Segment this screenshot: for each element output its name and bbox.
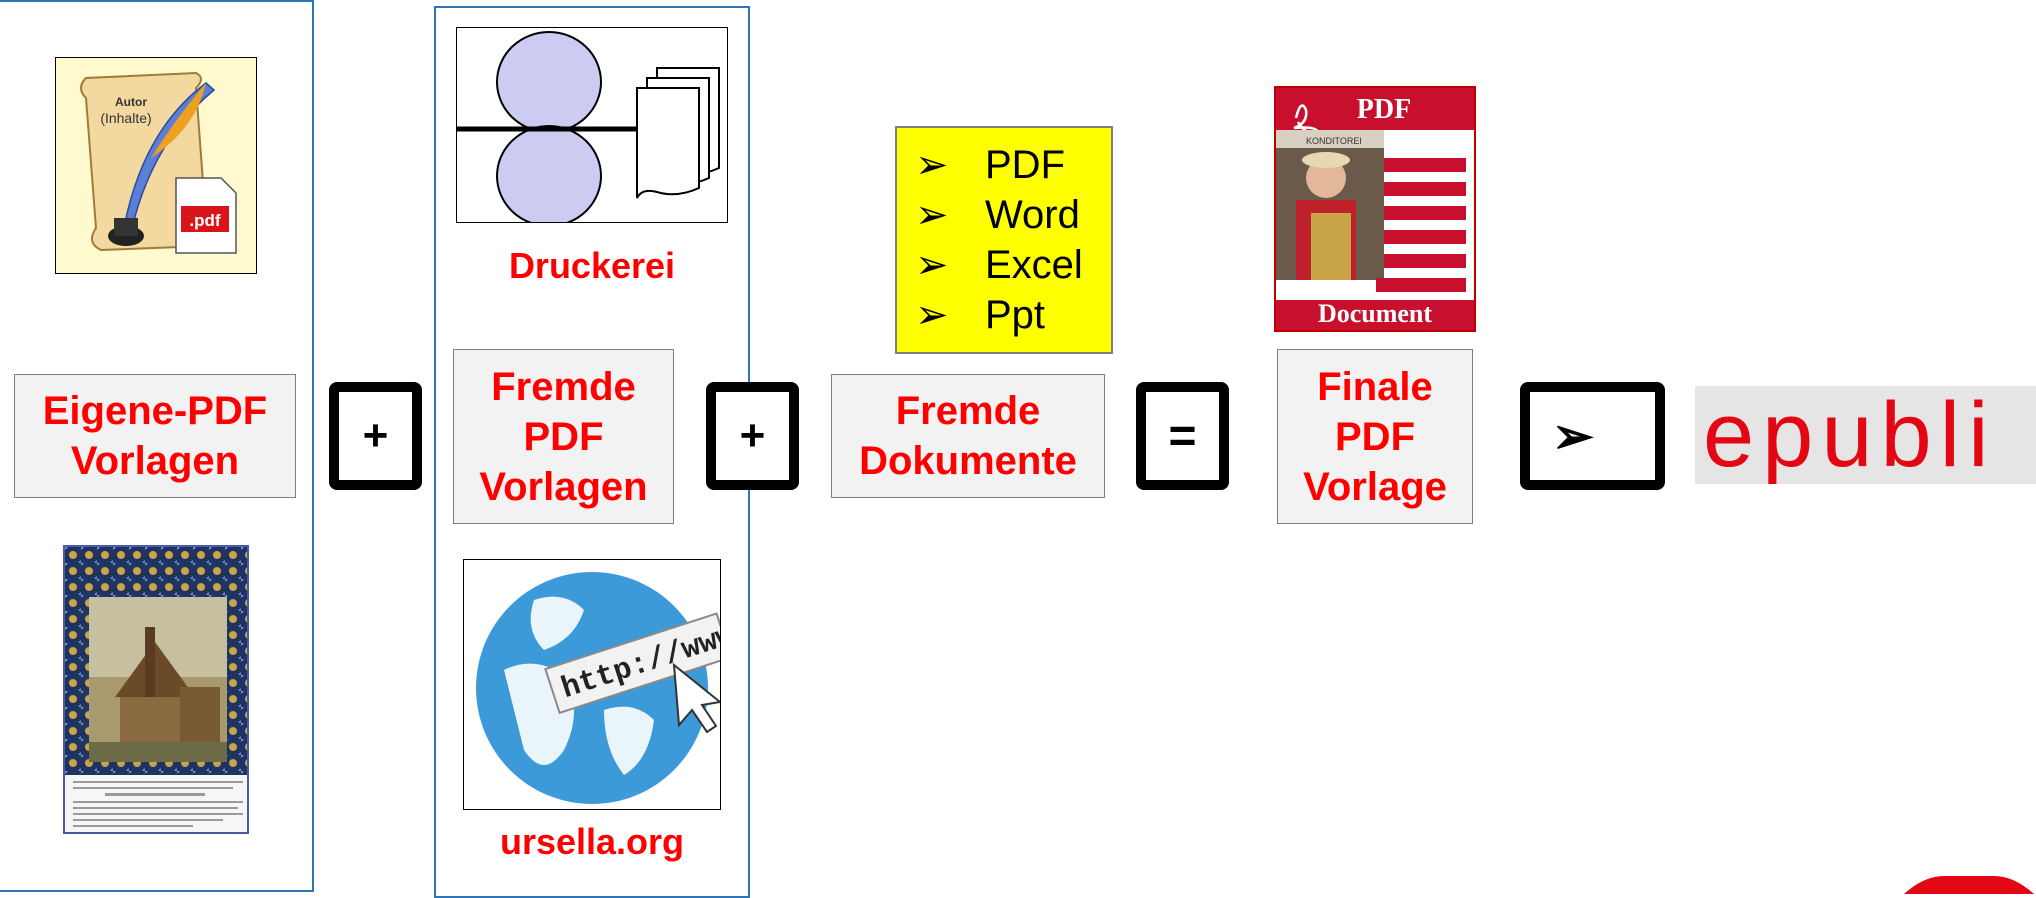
druckerei-caption: Druckerei bbox=[508, 245, 676, 286]
mouse-cursor-icon bbox=[672, 662, 720, 734]
epubli-logo: epubli bbox=[1695, 386, 2036, 484]
doc-footer-document: Document bbox=[1318, 299, 1432, 328]
arrowhead-bullet-icon: ➢ bbox=[915, 293, 949, 337]
druckerei-illustration bbox=[456, 27, 728, 223]
pdf-author-illustration: Autor (Inhalte) .pdf bbox=[55, 57, 257, 274]
globe-url-illustration: http://www. bbox=[463, 559, 721, 810]
fremde-pdf-vorlagen-label: Fremde PDF Vorlagen bbox=[453, 349, 674, 524]
doc-header-pdf: PDF bbox=[1357, 94, 1411, 125]
scroll-text-inhalte: (Inhalte) bbox=[100, 110, 151, 126]
arrowhead-operator: ➢ bbox=[1520, 382, 1665, 490]
finale-pdf-vorlage-label: Finale PDF Vorlage bbox=[1277, 349, 1473, 524]
arrowhead-bullet-icon: ➢ bbox=[915, 243, 949, 287]
fremde-dokumente-label: Fremde Dokumente bbox=[831, 374, 1105, 498]
list-item-excel: ➢Excel bbox=[915, 240, 1111, 290]
book-cover-image bbox=[63, 545, 249, 834]
list-item-word: ➢Word bbox=[915, 190, 1111, 240]
list-item-pdf: ➢PDF bbox=[915, 140, 1111, 190]
arrowhead-bullet-icon: ➢ bbox=[915, 193, 949, 237]
document-types-list: ➢PDF ➢Word ➢Excel ➢Ppt bbox=[895, 126, 1113, 354]
eigene-pdf-vorlagen-label: Eigene-PDF Vorlagen bbox=[14, 374, 296, 498]
photo-shop-sign: KONDITOREI bbox=[1306, 136, 1362, 146]
arrowhead-bullet-icon: ➢ bbox=[915, 143, 949, 187]
pdf-document-cover: PDF KONDITOREI Document bbox=[1274, 86, 1476, 332]
pdf-file-icon: .pdf bbox=[175, 177, 237, 254]
pdf-tag-text: .pdf bbox=[189, 211, 220, 230]
logo-fragment-bottom-right bbox=[1884, 872, 2036, 894]
ursella-caption: ursella.org bbox=[499, 821, 685, 862]
arrowhead-icon: ➢ bbox=[1552, 408, 1594, 464]
plus-operator-2: + bbox=[706, 382, 799, 490]
eigene-pdf-frame bbox=[0, 0, 314, 892]
scroll-text-autor: Autor bbox=[115, 95, 147, 109]
list-item-ppt: ➢Ppt bbox=[915, 290, 1111, 340]
equals-operator: = bbox=[1136, 382, 1229, 490]
plus-operator-1: + bbox=[329, 382, 422, 490]
